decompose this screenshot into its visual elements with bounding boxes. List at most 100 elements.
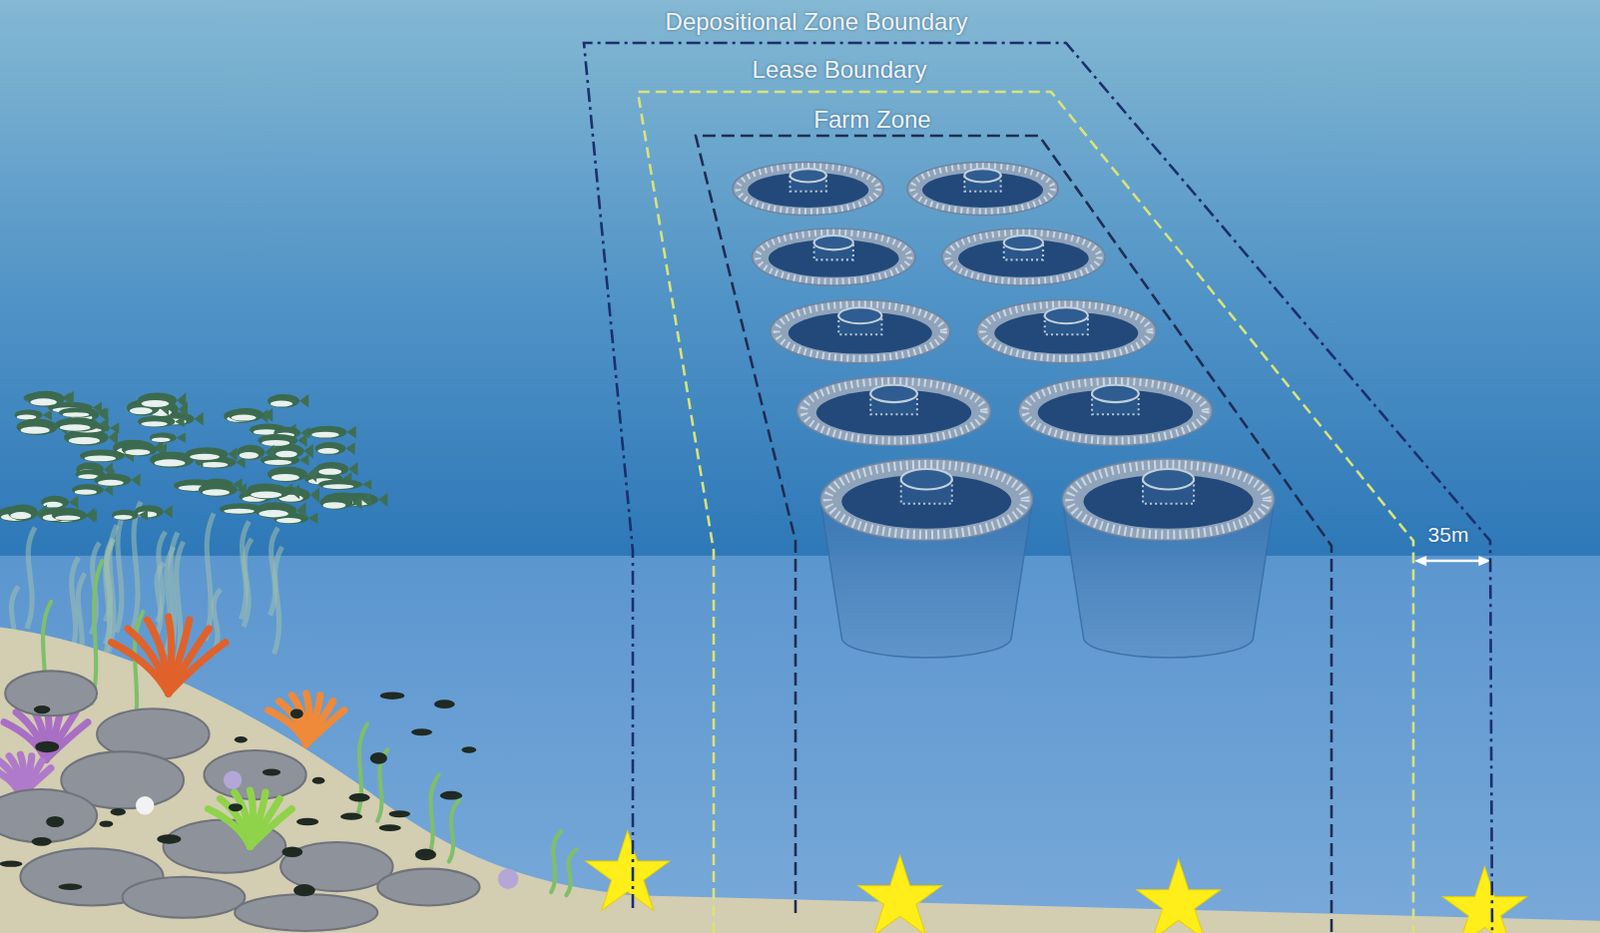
fish-body [71, 484, 104, 497]
shellfish [98, 820, 113, 827]
zone-label: Depositional Zone Boundary [665, 7, 969, 36]
sea-cage [770, 299, 951, 363]
fish-cages [732, 161, 1275, 658]
shellfish [0, 860, 22, 867]
fish-belly [264, 460, 292, 466]
fish-belly [124, 449, 150, 456]
fish-tail [378, 493, 388, 508]
cage-feeder-top [1091, 385, 1139, 403]
fish-tail [64, 391, 74, 408]
fish-belly [68, 437, 100, 445]
fish-belly [59, 424, 91, 432]
fish-tail [87, 510, 97, 522]
fish-body [121, 443, 158, 457]
kelp [357, 724, 368, 817]
cage-railing [757, 232, 910, 282]
rock [203, 750, 306, 800]
fish-body [254, 502, 297, 519]
fish-tail [296, 502, 306, 519]
cage-rim [907, 161, 1059, 215]
fish-tail [299, 394, 309, 409]
fish-body [307, 426, 347, 440]
fish-body [51, 510, 88, 522]
fish-belly [54, 515, 80, 521]
seaweed [269, 528, 278, 615]
fish [58, 407, 106, 418]
fish-tail [227, 447, 237, 462]
reef [0, 560, 577, 932]
fish-body [58, 407, 97, 418]
fish-body [320, 495, 354, 510]
fish-tail [307, 466, 317, 483]
fish-belly [9, 512, 31, 520]
fish [315, 462, 358, 477]
fish [267, 466, 317, 483]
fish [246, 484, 300, 500]
coral-branch [146, 619, 168, 694]
fish-body [267, 394, 300, 409]
fish-belly [97, 480, 124, 487]
cage-railing [737, 165, 879, 212]
monitoring-star [1136, 859, 1221, 933]
fish [14, 409, 52, 421]
farm-zone-outline [695, 135, 1332, 933]
shellfish [156, 834, 181, 844]
arrow-head [1478, 555, 1491, 566]
fish-belly [29, 398, 56, 406]
fish-belly [322, 484, 354, 490]
fish [254, 502, 306, 519]
outline-layer [578, 3, 1498, 933]
rock [377, 869, 480, 907]
fish [257, 434, 307, 448]
rock [0, 789, 97, 843]
fish-belly [62, 412, 90, 418]
sea-cage [796, 376, 991, 446]
fish-tail [176, 392, 186, 409]
shellfish [434, 699, 456, 709]
cage-feeder-top [964, 168, 1001, 182]
shellfish [31, 837, 52, 847]
seaweed [116, 511, 125, 632]
fish-belly [141, 400, 170, 408]
lower-water [0, 555, 1600, 933]
cage-feeder-top [1142, 469, 1194, 490]
fish [307, 426, 356, 440]
fish-belly [261, 440, 290, 447]
shellfish [389, 810, 411, 818]
cage-railing [827, 465, 1026, 535]
cage-feeder-top [870, 385, 918, 403]
coral-branch [249, 809, 292, 848]
fish-tail [345, 442, 355, 456]
shellfish [370, 752, 388, 765]
fish-belly [202, 489, 230, 496]
fish [137, 392, 187, 409]
kelp [565, 849, 576, 896]
shellfish [45, 816, 64, 828]
fish-school [0, 391, 388, 525]
sea-cage [907, 161, 1059, 215]
zone-boundary: Farm Zone [690, 103, 1338, 933]
fish [26, 391, 74, 408]
fish-belly [258, 510, 288, 518]
fish-body [236, 445, 265, 461]
cage-railing [1069, 465, 1268, 535]
fish-tail [308, 513, 318, 525]
cage-feeder-top [1045, 307, 1088, 324]
fish-body [94, 474, 132, 488]
sea-cage [732, 161, 884, 215]
fish-body [79, 449, 125, 463]
shellfish [296, 818, 319, 827]
fish-body [7, 504, 38, 521]
sea-cage [942, 228, 1106, 286]
shellfish [293, 884, 316, 897]
dimension-label: 35m [1428, 523, 1470, 547]
sea-cage [1018, 376, 1212, 446]
shellfish [379, 824, 402, 832]
cage-rim [820, 459, 1034, 541]
seaweed [157, 532, 166, 622]
fish-tail [352, 495, 362, 510]
fish-belly [318, 469, 342, 476]
fish-belly [271, 474, 300, 482]
fish-tail [68, 496, 78, 510]
